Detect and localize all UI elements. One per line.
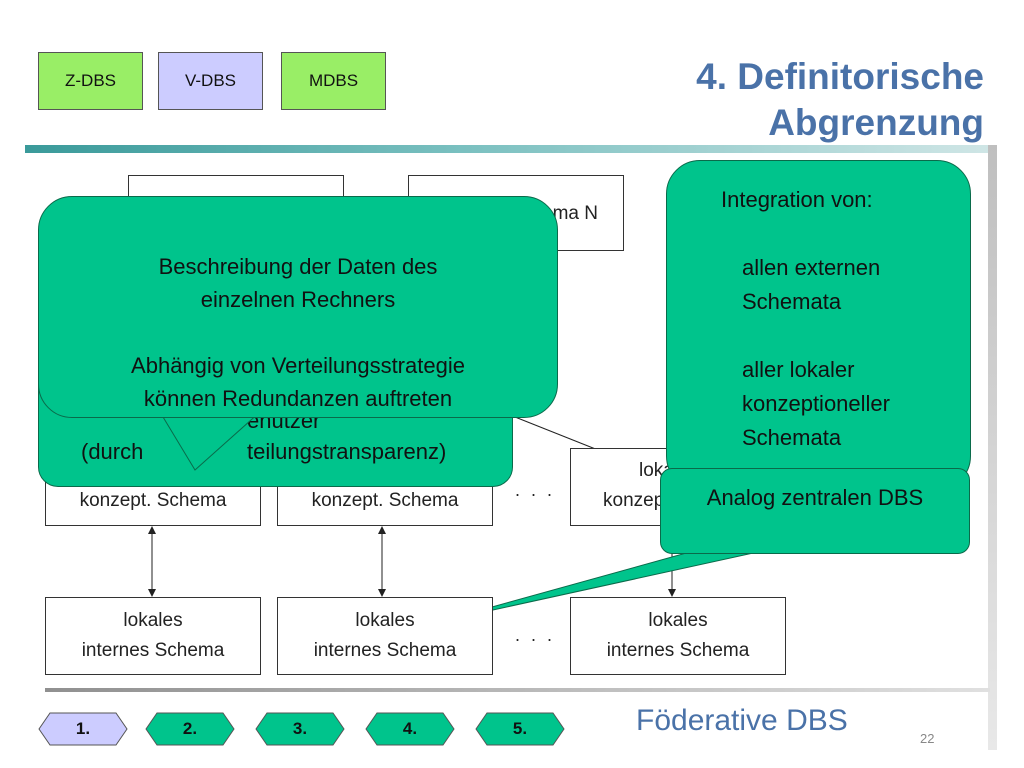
header-divider: [25, 145, 997, 153]
footer-divider: [45, 688, 990, 692]
callout-main-line1: Beschreibung der Daten des: [158, 254, 438, 279]
slide-title: 4. Definitorische Abgrenzung: [696, 54, 984, 146]
nav-step-2[interactable]: 2.: [145, 712, 235, 746]
nav-step-3-shape: [255, 712, 345, 746]
nav-step-3[interactable]: 3.: [255, 712, 345, 746]
callout-integration-items: allen externen Schemata aller lokaler ko…: [742, 251, 890, 455]
callout-main-line4: können Redundanzen auftreten: [143, 386, 453, 411]
callout-integration: Integration von: allen externen Schemata…: [666, 160, 971, 490]
nav-step-4-label: 4.: [402, 719, 418, 738]
lokal-schema-1-line1: lokales: [123, 610, 183, 631]
konzept-schema-label-1: konzept. Schema: [79, 490, 227, 511]
lokal-schema-3-line2: internes Schema: [606, 640, 750, 661]
slide-title-line2: Abgrenzung: [768, 102, 984, 143]
konzept-schema-label-2: konzept. Schema: [311, 490, 459, 511]
nav-step-5-label: 5.: [512, 719, 528, 738]
lokal-schema-1-line2: internes Schema: [81, 640, 225, 661]
right-edge-bar: [988, 145, 997, 750]
lokal-schema-box-2: lokales internes Schema: [277, 597, 493, 675]
lokal-schema-box-1: lokales internes Schema: [45, 597, 261, 675]
ellipsis-konzept: . . .: [515, 480, 556, 500]
callout-integration-heading: Integration von:: [721, 187, 873, 212]
page-number: 22: [920, 731, 935, 746]
lokal-schema-2-line2: internes Schema: [313, 640, 457, 661]
nav-step-4-shape: [365, 712, 455, 746]
footer-section-title: Föderative DBS: [636, 704, 848, 737]
tag-mdbs: MDBS: [281, 52, 386, 110]
nav-step-4[interactable]: 4.: [365, 712, 455, 746]
nav-step-2-shape: [145, 712, 235, 746]
callout-integration-item2c: Schemata: [742, 425, 842, 450]
callout-main-line2: einzelnen Rechners: [200, 287, 396, 312]
lokal-schema-box-3: lokales internes Schema: [570, 597, 786, 675]
nav-step-1-label: 1.: [75, 719, 91, 738]
slide-title-line1: 4. Definitorische: [696, 56, 984, 97]
nav-step-5[interactable]: 5.: [475, 712, 565, 746]
lokal-schema-3-line1: lokales: [648, 610, 708, 631]
ellipsis-lokal: . . .: [515, 625, 556, 645]
lokal-schema-2-line1: lokales: [355, 610, 415, 631]
callout-benutzer-line2b: teilungstransparenz): [247, 439, 447, 464]
nav-step-1[interactable]: 1.: [38, 712, 128, 746]
nav-step-5-shape: [475, 712, 565, 746]
callout-benutzer-line2: (durch: [81, 439, 144, 464]
tag-v-dbs: V-DBS: [158, 52, 263, 110]
tag-z-dbs: Z-DBS: [38, 52, 143, 110]
callout-integration-item1b: Schemata: [742, 289, 842, 314]
callout-main: Beschreibung der Daten des einzelnen Rec…: [38, 196, 558, 418]
nav-step-1-shape: [38, 712, 128, 746]
nav-step-2-label: 2.: [182, 719, 198, 738]
callout-analog-label: Analog zentralen DBS: [706, 485, 924, 510]
top-schema-box-right-label: ma N: [552, 203, 598, 224]
callout-integration-item2b: konzeptioneller: [742, 391, 890, 416]
callout-integration-item1a: allen externen: [742, 255, 881, 280]
callout-integration-item2a: aller lokaler: [742, 357, 855, 382]
connector-to-right: [509, 414, 599, 451]
nav-step-3-label: 3.: [292, 719, 308, 738]
callout-analog: Analog zentralen DBS: [660, 468, 970, 554]
callout-main-line3: Abhängig von Verteilungsstrategie: [131, 353, 465, 378]
